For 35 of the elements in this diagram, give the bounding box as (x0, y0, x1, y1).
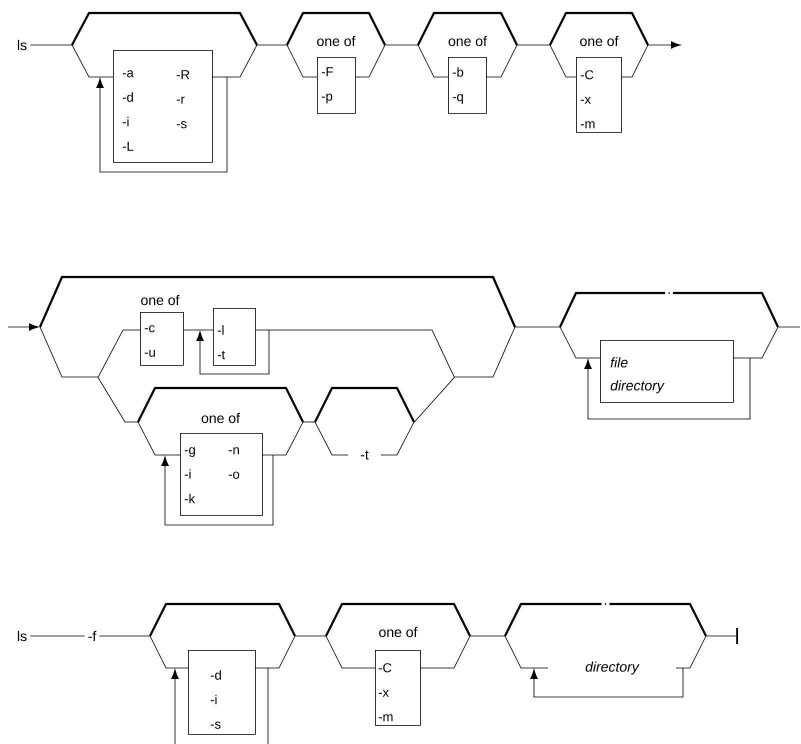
command-text: ls (14, 628, 30, 644)
connector (778, 326, 800, 328)
hexagon-bracket (39, 276, 516, 378)
node-label: . (668, 292, 670, 294)
connector (257, 44, 288, 46)
hexagon-bracket: -t (314, 386, 415, 463)
option-box: -C -x -m (375, 650, 421, 726)
node-label: one of (202, 412, 240, 424)
option-box: -F -p (317, 57, 356, 114)
hexagon-bracket (71, 12, 258, 172)
connector (385, 44, 418, 46)
connector (517, 44, 550, 46)
option-box: -a -d -i -L -R -r -s (113, 50, 213, 163)
connector (414, 377, 455, 422)
node-label: one of (141, 294, 180, 306)
node-label: . (604, 603, 606, 605)
connector-arrow (706, 628, 738, 644)
connector (255, 330, 455, 378)
option-box: one of -c -u (140, 294, 184, 366)
option-box: -b -q (448, 57, 487, 114)
connector (515, 326, 560, 328)
command-text: -f (84, 628, 100, 644)
hexagon-bracket (149, 602, 296, 744)
option-box: -l -t (213, 308, 256, 366)
connector (98, 330, 140, 378)
option-box: -d -i -s (188, 650, 256, 735)
option-box: -g -i -k -n -o (180, 433, 263, 516)
option-box: -C -x -m (576, 57, 622, 133)
option-box: file directory (600, 340, 734, 403)
command-text: ls (14, 36, 30, 54)
connector-arrow (648, 41, 681, 49)
argument-text: directory (582, 658, 642, 678)
connector (98, 377, 138, 422)
connector-arrow (8, 323, 39, 331)
connector (30, 44, 72, 46)
